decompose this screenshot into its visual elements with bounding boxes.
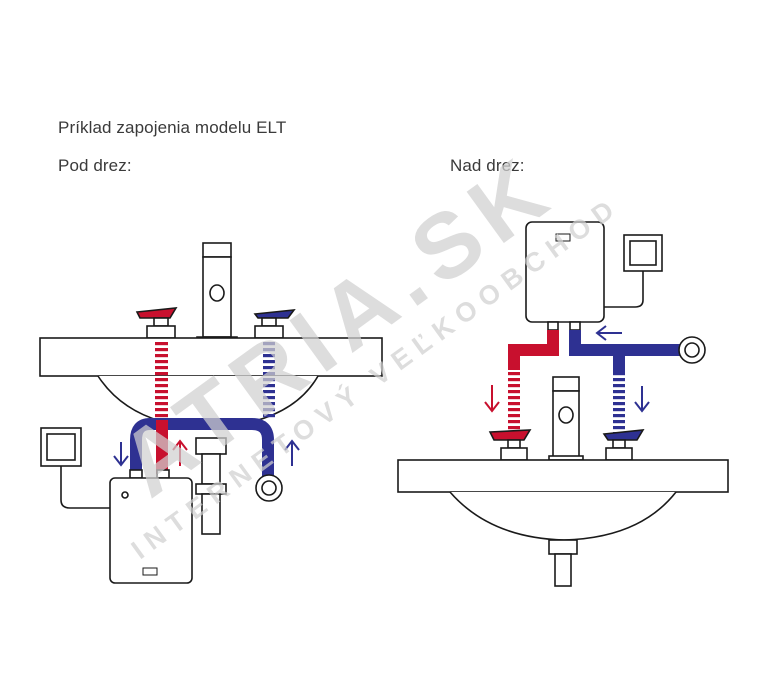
faucet-icon <box>548 376 584 461</box>
cold-supply-pipe <box>569 330 680 356</box>
faucet-icon <box>196 242 238 341</box>
hot-hose <box>155 340 168 420</box>
over-sink-diagram <box>397 221 729 587</box>
drain-icon <box>548 539 578 587</box>
siphon-icon <box>195 437 227 535</box>
under-sink-diagram <box>39 242 383 584</box>
wall-water-outlet-icon <box>255 474 283 502</box>
hot-outlet-pipe <box>508 330 559 370</box>
flow-arrow-icon <box>113 439 300 467</box>
cold-tap-valve-icon <box>253 309 296 339</box>
over-sink-label: Nad drez: <box>450 156 525 175</box>
hot-tap-valve-icon <box>135 307 178 339</box>
cold-hose <box>613 372 625 436</box>
cold-hose <box>263 340 275 420</box>
under-sink-label: Pod drez: <box>58 156 132 175</box>
wall-water-outlet-icon <box>678 336 706 364</box>
cold-tap-valve-icon <box>602 429 645 461</box>
countertop <box>39 337 383 377</box>
wall-socket-icon <box>604 234 663 308</box>
sink-basin <box>449 491 677 541</box>
flow-arrow-icon <box>484 325 650 413</box>
wall-socket-icon <box>40 427 110 509</box>
hot-hose <box>508 370 520 436</box>
heater-unit-icon <box>109 469 193 584</box>
page-title: Príklad zapojenia modelu ELT <box>58 118 287 137</box>
heater-unit-icon <box>525 221 605 331</box>
hot-tap-valve-icon <box>488 429 532 461</box>
countertop <box>397 459 729 493</box>
cold-supply-pipe <box>130 418 274 478</box>
